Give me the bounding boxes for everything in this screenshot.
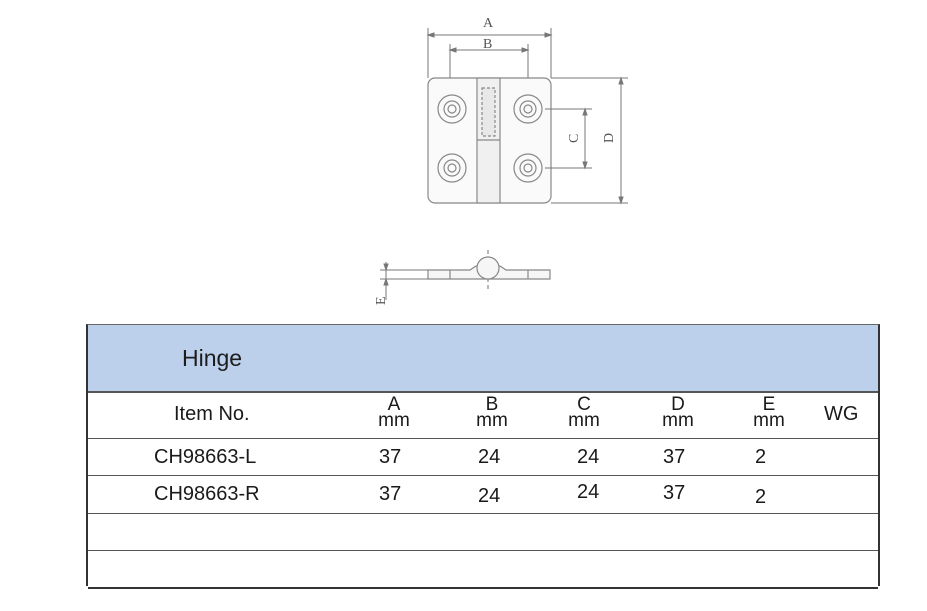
dimension-b-label: B [483,37,492,52]
table-row: CH98663-R 37 24 24 37 2 [88,475,878,514]
cell-item-no: CH98663-L [154,446,257,468]
table-row-empty [88,513,878,551]
dimension-a-label: A [483,16,494,31]
table-title: Hinge [182,345,243,371]
cell-b: 24 [478,446,501,468]
dimension-e [380,262,428,300]
header-wg: WG [824,403,859,425]
cell-c: 24 [577,481,600,503]
table-row-empty [88,550,878,589]
table-row: CH98663-L 37 24 24 37 2 [88,438,878,476]
dimension-d [551,76,628,205]
dimension-b [448,44,530,78]
cell-a: 37 [379,483,402,505]
cell-b: 24 [478,485,501,507]
cell-e: 2 [755,446,767,468]
hinge-technical-drawing: A B C D [374,16,628,305]
hinge-front-view [427,77,552,204]
dimension-c-label: C [567,134,582,143]
cell-d: 37 [663,446,686,468]
dimension-c [545,107,592,170]
cell-c: 24 [577,446,600,468]
cell-e: 2 [755,486,767,508]
dimension-d-label: D [602,133,617,143]
cell-a: 37 [379,446,402,468]
cell-d: 37 [663,482,686,504]
hinge-side-view [427,250,551,290]
table-title-bar: Hinge [88,325,878,393]
dimension-e-label: E [374,296,389,305]
header-item-no: Item No. [174,403,250,425]
cell-item-no: CH98663-R [154,483,260,505]
dimension-a [426,28,553,78]
